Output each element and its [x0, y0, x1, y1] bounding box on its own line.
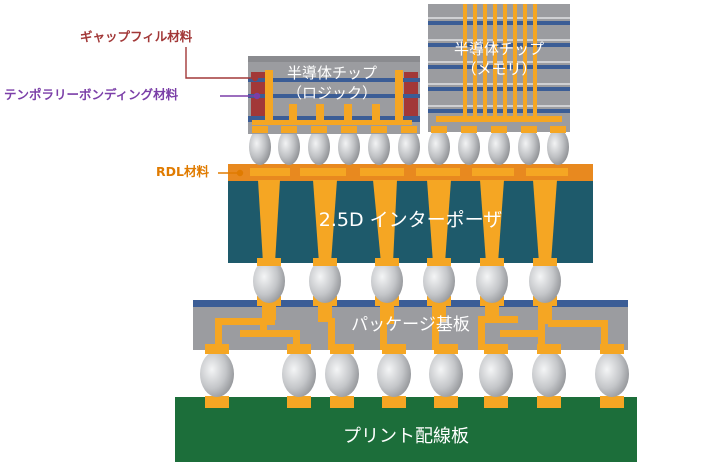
gap-fill-material-label: ギャップフィル材料 — [80, 29, 193, 44]
logic-chip-subtitle: （ロジック） — [286, 83, 377, 102]
rdl-leader — [218, 169, 244, 177]
interposer-bumps — [253, 259, 561, 303]
memory-chip-title: 半導体チップ — [453, 40, 544, 58]
interposer — [228, 164, 593, 266]
logic-chip-title: 半導体チップ — [286, 64, 377, 82]
memory-chip-caption: 半導体チップ （メモリ） — [428, 40, 570, 79]
bga-solder-balls — [200, 351, 629, 397]
logic-chip — [248, 56, 420, 134]
interposer-label: 2.5D インターポーザ — [318, 209, 503, 231]
rdl-material-label: RDL材料 — [156, 164, 209, 179]
pcb-label: プリント配線板 — [343, 426, 469, 447]
temporary-bonding-material-label: テンポラリーボンディング材料 — [4, 87, 179, 102]
package-substrate-label: パッケージ基板 — [351, 315, 470, 335]
pcb-pads — [205, 396, 624, 408]
logic-chip-caption: 半導体チップ （ロジック） — [262, 64, 402, 103]
memory-chip-subtitle: （メモリ） — [461, 59, 537, 78]
gap-fill-leader — [185, 47, 259, 82]
micro-bumps — [249, 129, 569, 165]
memory-chip-stack — [428, 4, 570, 133]
temporary-bonding-leader — [220, 92, 261, 100]
